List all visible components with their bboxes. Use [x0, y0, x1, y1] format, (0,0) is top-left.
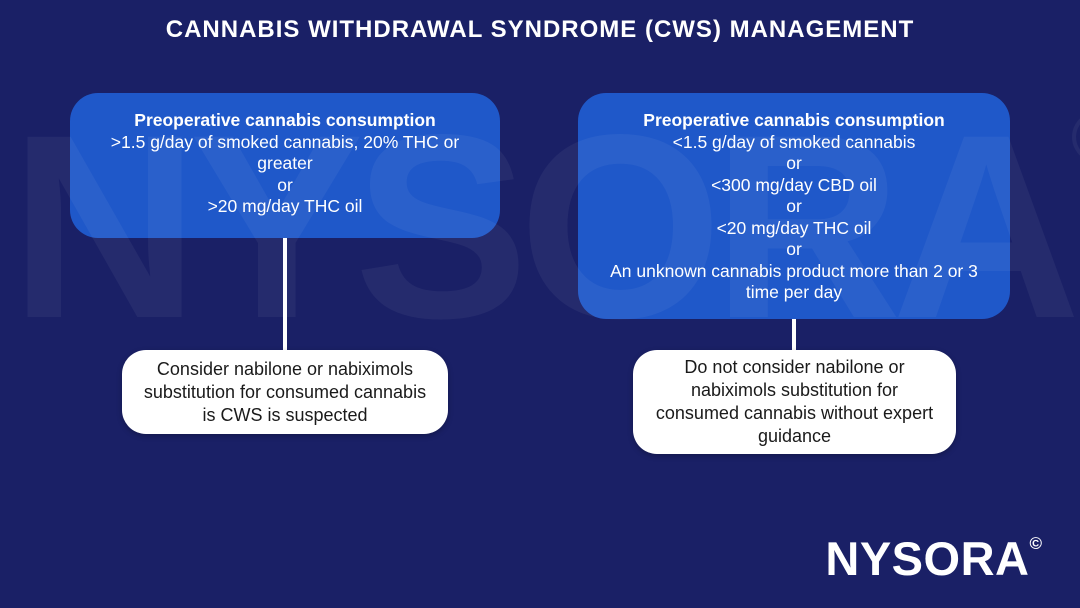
right-condition-box: Preoperative cannabis consumption <1.5 g…: [578, 93, 1010, 319]
left-condition-line: greater: [257, 153, 313, 173]
left-condition-heading: Preoperative cannabis consumption: [134, 110, 436, 130]
right-condition-line: time per day: [745, 282, 843, 302]
right-action-line: consumed cannabis without expert: [655, 403, 934, 423]
left-action-line: Consider nabilone or nabiximols: [156, 358, 414, 379]
logo-copyright-icon: ©: [1029, 534, 1042, 553]
right-condition-line: <1.5 g/day of smoked cannabis: [672, 131, 916, 152]
page-title: CANNABIS WITHDRAWAL SYNDROME (CWS) MANAG…: [165, 16, 915, 43]
left-condition-line: >1.5 g/day of smoked cannabis, 20% THC o…: [110, 131, 460, 152]
right-connector-line: [792, 317, 796, 351]
watermark-copyright-icon: ©: [1071, 98, 1080, 178]
right-condition-heading: Preoperative cannabis consumption: [643, 110, 945, 130]
right-condition-line: <20 mg/day THC oil: [716, 217, 872, 238]
left-action-line: substitution for consumed cannabis: [143, 381, 427, 402]
right-action-line: Do not consider nabilone or: [684, 357, 905, 377]
right-condition-line: An unknown cannabis product more than 2 …: [610, 260, 978, 281]
right-condition-line: <300 mg/day CBD oil: [711, 174, 877, 195]
right-action-line: nabiximols substitution for: [690, 380, 899, 400]
left-condition-line: >20 mg/day THC oil: [207, 196, 363, 216]
left-action-box: Consider nabilone or nabiximols substitu…: [122, 350, 448, 434]
left-condition-line: or: [277, 174, 293, 195]
right-action-box: Do not consider nabilone or nabiximols s…: [633, 350, 956, 454]
right-condition-line: or: [786, 239, 802, 259]
left-connector-line: [283, 237, 287, 351]
nysora-logo-text: NYSORA: [825, 532, 1030, 585]
right-condition-line: or: [786, 153, 802, 173]
right-condition-line: or: [786, 196, 802, 216]
left-condition-box: Preoperative cannabis consumption >1.5 g…: [70, 93, 500, 238]
nysora-logo: NYSORA©: [825, 535, 1042, 582]
right-action-line: guidance: [757, 426, 832, 446]
left-action-line: is CWS is suspected: [202, 404, 368, 425]
